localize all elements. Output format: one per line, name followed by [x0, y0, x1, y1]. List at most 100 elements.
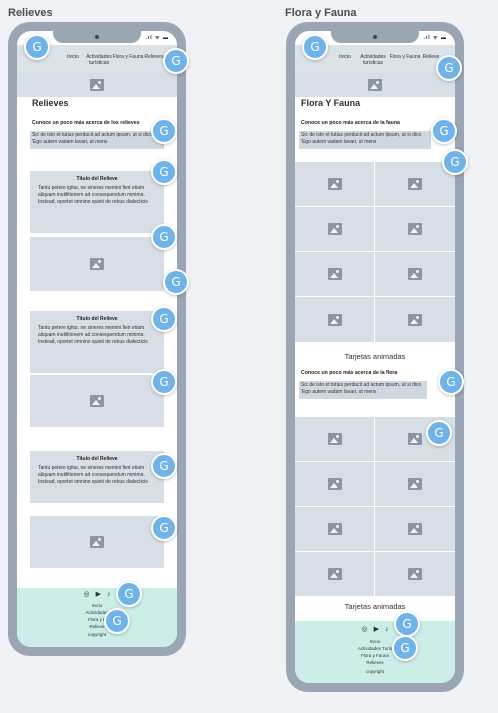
image-icon — [90, 258, 104, 270]
status-bar: .ıl ᯤ ▬ — [145, 35, 169, 41]
footer-link-flora[interactable]: Flora y F — [88, 617, 106, 622]
flora-card[interactable] — [295, 417, 374, 461]
footer-link-flora[interactable]: Flora y Fauna — [361, 653, 389, 658]
g-badge[interactable]: G — [151, 306, 177, 332]
footer-link-relieves[interactable]: Relieve — [89, 624, 105, 629]
relief-card[interactable]: Título del Relieve Tantu petere igitur, … — [30, 451, 164, 503]
nav-item-inicio[interactable]: Inicio — [339, 54, 351, 60]
footer-link-relieves[interactable]: Relieves — [366, 660, 384, 665]
g-badge[interactable]: G — [392, 635, 418, 661]
relief-image — [30, 375, 164, 427]
relief-card[interactable]: Título del Relieve Tantu petere igitur, … — [30, 311, 164, 373]
image-icon — [368, 79, 382, 91]
flora-card[interactable] — [375, 507, 455, 551]
flora-card[interactable] — [375, 462, 455, 506]
g-badge[interactable]: G — [442, 149, 468, 175]
nav-item-flora[interactable]: Flora y Fauna — [389, 54, 421, 60]
g-badge[interactable]: G — [394, 611, 420, 637]
image-icon — [408, 178, 422, 190]
image-icon — [327, 478, 342, 490]
footer-copyright: copyright — [365, 669, 385, 674]
nav-item-actividades[interactable]: Actividades turísticas — [86, 54, 112, 66]
fauna-card[interactable] — [295, 252, 374, 296]
image-icon — [408, 313, 422, 326]
board-label-relieves: Relieves — [8, 7, 53, 19]
fauna-card[interactable] — [375, 297, 455, 342]
image-icon — [327, 568, 342, 580]
g-badge[interactable]: G — [426, 420, 452, 446]
g-badge[interactable]: G — [151, 453, 177, 479]
card-title: Título del Relieve — [76, 456, 118, 462]
youtube-icon[interactable]: ▶ — [373, 626, 379, 633]
g-badge[interactable]: G — [151, 118, 177, 144]
image-icon — [327, 268, 342, 280]
g-badge[interactable]: G — [302, 34, 328, 60]
flora-intro-text: Sic de isto et tutius perducit ad actum … — [299, 381, 427, 399]
g-badge[interactable]: G — [151, 224, 177, 250]
hero-image — [295, 73, 455, 97]
fauna-card[interactable] — [375, 207, 455, 251]
tiktok-icon[interactable]: ♪ — [107, 591, 111, 598]
flora-intro-title: Conoce un poco más acerca de la flora — [301, 370, 398, 376]
g-badge[interactable]: G — [116, 581, 142, 607]
g-badge[interactable]: G — [163, 269, 189, 295]
fauna-card[interactable] — [375, 162, 455, 206]
instagram-icon[interactable]: ◎ — [83, 591, 90, 598]
g-badge[interactable]: G — [104, 608, 130, 634]
fauna-card[interactable] — [295, 162, 374, 206]
image-icon — [327, 223, 342, 235]
g-badge[interactable]: G — [431, 118, 457, 144]
g-badge[interactable]: G — [151, 515, 177, 541]
intro-text: Sic de isto et tutius perducit ad actum … — [30, 131, 164, 149]
footer-copyright: copyright — [87, 632, 107, 637]
image-icon — [408, 433, 422, 445]
phone-frame-relieves: .ıl ᯤ ▬ Inicio Actividades turísticas Fl… — [8, 22, 186, 656]
g-badge[interactable]: G — [163, 48, 189, 74]
g-badge[interactable]: G — [24, 34, 50, 60]
instagram-icon[interactable]: ◎ — [361, 626, 368, 633]
phone-notch — [53, 31, 141, 43]
nav-item-actividades[interactable]: Actividades turísticas — [360, 54, 386, 66]
card-title: Título del Relieve — [76, 176, 118, 182]
flora-card[interactable] — [295, 462, 374, 506]
board-label-flora: Flora y Fauna — [285, 7, 357, 19]
g-badge[interactable]: G — [438, 369, 464, 395]
phone-screen: .ıl ᯤ ▬ Inicio Actividades turísticas Fl… — [295, 31, 455, 683]
image-icon — [408, 268, 422, 280]
footer-link-actividades[interactable]: Actividades Turís — [357, 646, 393, 651]
fauna-intro-text: Sic de isto et tutius perducit ad actum … — [299, 131, 431, 149]
image-icon — [327, 313, 342, 326]
g-badge[interactable]: G — [436, 55, 462, 81]
relief-card[interactable]: Título del Relieve Tantu petere igitur, … — [30, 171, 164, 233]
image-icon — [90, 536, 104, 548]
hero-image — [17, 73, 177, 97]
footer-link-inicio[interactable]: Inicio — [91, 603, 103, 608]
g-badge[interactable]: G — [151, 369, 177, 395]
card-title: Título del Relieve — [76, 316, 118, 322]
image-icon — [327, 178, 342, 190]
relief-image — [30, 237, 164, 291]
flora-card[interactable] — [375, 552, 455, 596]
nav-item-inicio[interactable]: Inicio — [67, 54, 79, 60]
footer: ◎ ▶ ♪ Inicio Actividades Turís Flora y Fau… — [295, 621, 455, 683]
g-badge[interactable]: G — [151, 159, 177, 185]
fauna-card[interactable] — [295, 207, 374, 251]
flora-card[interactable] — [295, 552, 374, 596]
nav-item-relieves[interactable]: Relieves — [144, 54, 164, 60]
status-bar: .ıl ᯤ ▬ — [423, 35, 447, 41]
youtube-icon[interactable]: ▶ — [95, 591, 101, 598]
fauna-card[interactable] — [375, 252, 455, 296]
fauna-card[interactable] — [295, 297, 374, 342]
footer-link-inicio[interactable]: Inicio — [369, 639, 381, 644]
animated-cards-label: Tarjetas animadas — [344, 602, 406, 611]
image-icon — [408, 223, 422, 235]
social-icons: ◎ ▶ ♪ — [17, 590, 177, 598]
tiktok-icon[interactable]: ♪ — [385, 626, 389, 633]
flora-card[interactable] — [295, 507, 374, 551]
nav-item-flora[interactable]: Flora y Fauna — [112, 54, 144, 60]
nav-item-relieves[interactable]: Relieve — [422, 54, 440, 60]
relief-image — [30, 516, 164, 568]
phone-screen: .ıl ᯤ ▬ Inicio Actividades turísticas Fl… — [17, 31, 177, 647]
footer-link-actividades[interactable]: Actividades — [85, 610, 109, 615]
phone-frame-flora: .ıl ᯤ ▬ Inicio Actividades turísticas Fl… — [286, 22, 464, 692]
